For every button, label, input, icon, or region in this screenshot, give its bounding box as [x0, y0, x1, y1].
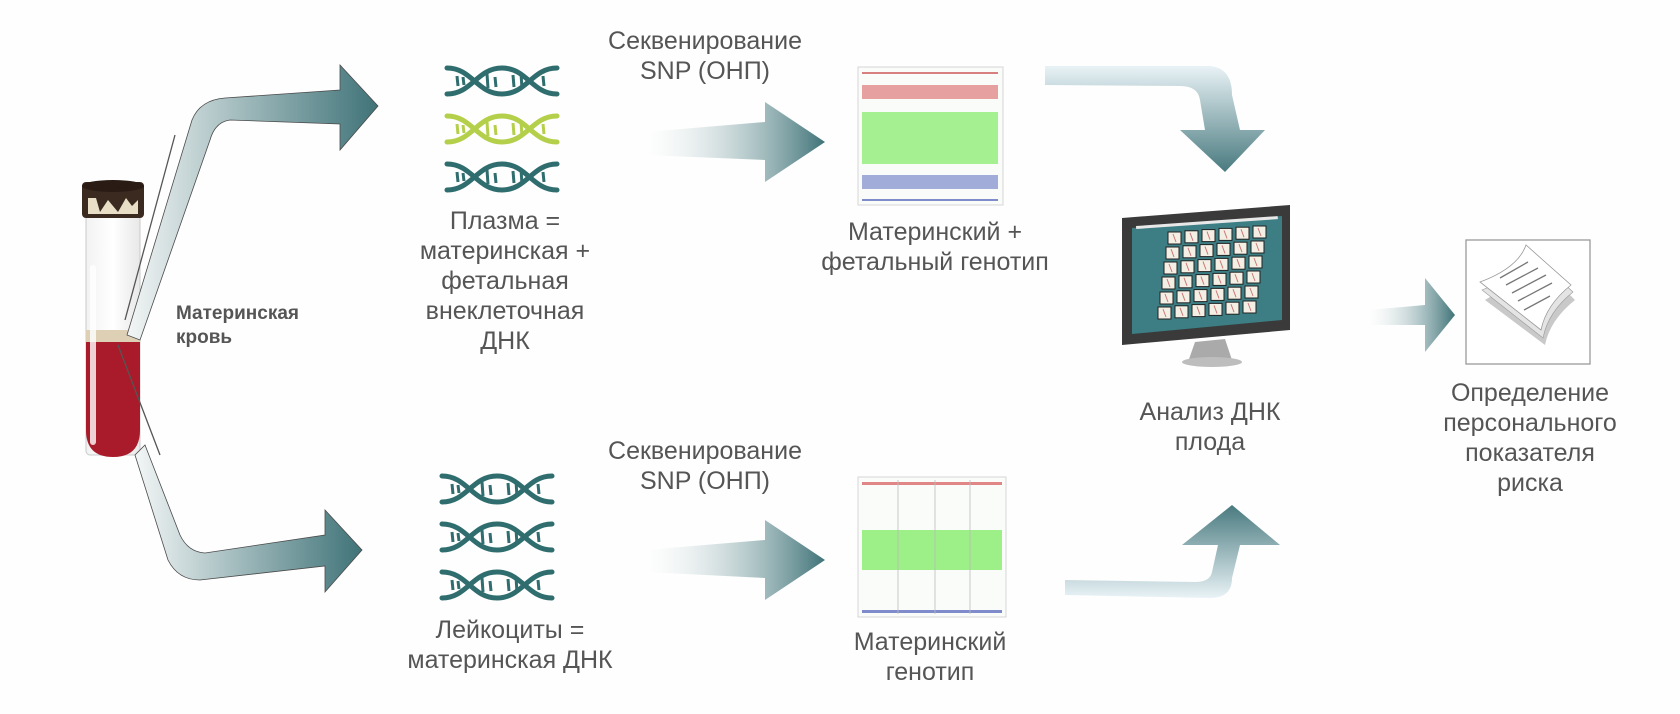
- blood-tube-icon: [82, 180, 144, 457]
- leukocyte-pointer-line: [117, 344, 161, 456]
- sequencing-label-bottom: Секвенирование SNP (ОНП): [608, 437, 802, 495]
- dna-helix-icon: [439, 473, 555, 505]
- arrow-leukocytes-to-plot: [645, 520, 825, 600]
- dna-icon-group-bottom: [439, 473, 555, 601]
- dna-helix-icon: [444, 161, 560, 193]
- arrow-analysis-to-output: [1368, 278, 1455, 352]
- arrow-tube-to-leukocytes: [134, 444, 363, 594]
- leukocytes-label: Лейкоциты = материнская ДНК: [407, 616, 613, 674]
- arrow-plasma-to-plot: [645, 102, 825, 182]
- dna-helix-icon: [439, 569, 555, 601]
- dna-helix-icon: [444, 65, 560, 97]
- risk-score-label: Определение персонального показателя рис…: [1443, 379, 1617, 497]
- arrow-tube-to-plasma: [126, 63, 379, 341]
- plasma-label: Плазма = материнская + фетальная внеклет…: [419, 207, 591, 355]
- plasma-pointer-line: [124, 134, 176, 321]
- dna-helix-icon: [439, 521, 555, 553]
- source-label: Материнская кровь: [176, 303, 299, 348]
- dna-helix-icon: [444, 113, 560, 145]
- snp-plot-maternal: [857, 476, 1007, 618]
- arrow-bottom-to-analysis: [1065, 505, 1280, 598]
- maternal-fetal-genotype-label: Материнский + фетальный генотип: [821, 218, 1049, 276]
- dna-icon-group-top: [444, 65, 560, 193]
- snp-plot-maternal-fetal: [857, 66, 1004, 206]
- document-stack-icon: [1465, 239, 1591, 365]
- maternal-genotype-label: Материнский генотип: [853, 628, 1007, 686]
- sequencing-label-top: Секвенирование SNP (ОНП): [608, 27, 802, 85]
- monitor-karyotype-icon: [1122, 205, 1290, 367]
- arrow-top-to-analysis: [1045, 66, 1265, 172]
- fetal-dna-analysis-label: Анализ ДНК плода: [1139, 398, 1281, 456]
